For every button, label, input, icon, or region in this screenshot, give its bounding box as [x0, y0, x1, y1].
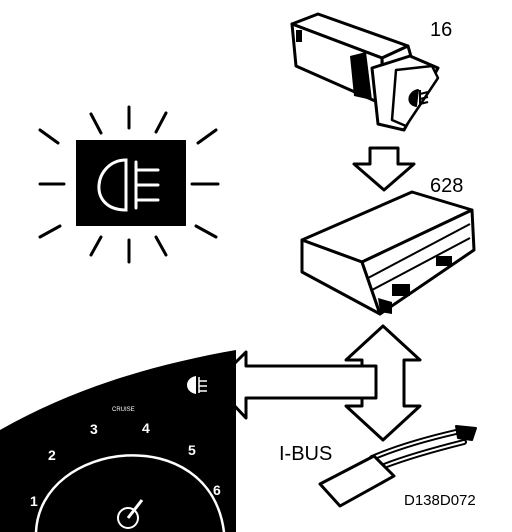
cluster-fog-rays-icon: [198, 377, 207, 393]
needle: [126, 499, 144, 519]
speedometer-arc: [34, 454, 226, 532]
control-module: [300, 190, 476, 316]
bus-connector: [318, 425, 477, 508]
up-down-arrow-icon: [344, 324, 422, 442]
switch-fog-symbol-icon: [408, 89, 429, 107]
dial-number-2: 2: [48, 447, 56, 463]
dial-number-3: 3: [90, 421, 98, 437]
cruise-label: CRUISE: [112, 407, 135, 413]
dial-number-4: 4: [142, 420, 150, 436]
needle-hub: [117, 507, 139, 529]
cluster-fog-indicator-icon: [187, 376, 196, 394]
indicator-lamp-window: [76, 140, 186, 226]
rear-fog-light-icon: [97, 158, 160, 212]
dial-number-1: 1: [30, 493, 38, 509]
switch-number-label: 16: [430, 19, 452, 41]
down-arrow-icon: [352, 146, 416, 192]
light-rays: [38, 105, 220, 264]
dial-number-5: 5: [188, 442, 196, 458]
cluster-panel: [0, 350, 236, 532]
figure-code-label: D138D072: [404, 492, 476, 509]
instrument-cluster: CRUISE 1 2 3 4 5 6: [0, 350, 236, 532]
dial-number-6: 6: [213, 482, 221, 498]
module-number-label: 628: [430, 175, 463, 197]
fog-light-switch: [290, 12, 440, 132]
indicator-lamp-group: [38, 105, 220, 264]
bus-label: I-BUS: [279, 443, 332, 465]
